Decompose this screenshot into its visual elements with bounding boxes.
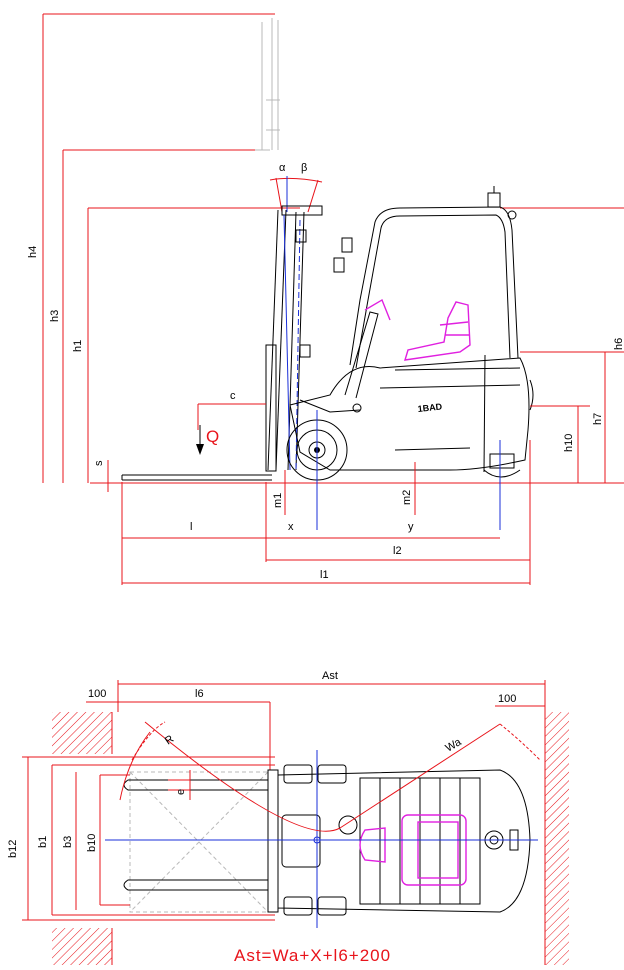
l2-label: l2 <box>393 545 402 557</box>
operator-seat <box>364 298 471 361</box>
length-dimensions <box>121 440 531 585</box>
h6-label: h6 <box>613 338 624 350</box>
truck-logo: 1BAD <box>417 401 443 414</box>
load-center-dimension <box>196 403 266 455</box>
gap-left-label: 100 <box>88 688 106 700</box>
h7-label: h7 <box>592 413 604 425</box>
e-label: e <box>175 789 187 795</box>
ast-label: Ast <box>322 670 338 682</box>
top-view: Ast 100 l6 100 b12 b1 b3 b10 <box>7 670 569 965</box>
wall-hatch-bottom-left <box>52 928 112 965</box>
beta-label: β <box>301 162 307 174</box>
operator-seat-top <box>359 814 467 886</box>
extended-mast-outline <box>120 18 280 151</box>
b1-label: b1 <box>37 836 49 848</box>
width-dimensions <box>22 756 275 921</box>
height-dimension-lines <box>42 13 624 492</box>
truck-top-outline <box>267 764 531 916</box>
l1-label: l1 <box>320 569 329 581</box>
turning-radius-lines <box>119 721 541 832</box>
right-height-dimensions <box>520 351 624 483</box>
pallet-outline <box>129 771 269 913</box>
y-label: y <box>408 521 414 533</box>
h10-label: h10 <box>563 434 575 452</box>
wa-label: Wa <box>444 736 465 755</box>
alpha-label: α <box>279 162 286 174</box>
tilt-angle-marks <box>269 176 323 213</box>
c-label: c <box>230 390 236 402</box>
x-label: x <box>288 521 294 533</box>
b3-label: b3 <box>62 836 74 848</box>
b10-label: b10 <box>86 834 98 852</box>
truck-body <box>289 186 534 473</box>
h1-label: h1 <box>72 340 84 352</box>
q-load-label: Q <box>206 427 219 446</box>
b12-label: b12 <box>7 840 19 858</box>
wall-hatch-right <box>545 712 569 965</box>
l-label: l <box>190 521 192 533</box>
wall-hatch-top-left <box>52 712 112 754</box>
h4-label: h4 <box>27 246 39 258</box>
h3-label: h3 <box>49 310 61 322</box>
forks <box>121 344 277 481</box>
m2-label: m2 <box>401 490 413 505</box>
gap-right-label: 100 <box>498 693 516 705</box>
aisle-width-formula: Ast=Wa+X+l6+200 <box>234 946 391 965</box>
m1-label: m1 <box>272 493 284 508</box>
side-view: h4 h3 h1 s α β <box>27 13 624 585</box>
s-label: s <box>93 460 105 466</box>
turning-center <box>313 836 321 844</box>
l6-label: l6 <box>195 688 204 700</box>
rear-wheel <box>483 453 521 478</box>
ast-dimension <box>86 680 546 770</box>
